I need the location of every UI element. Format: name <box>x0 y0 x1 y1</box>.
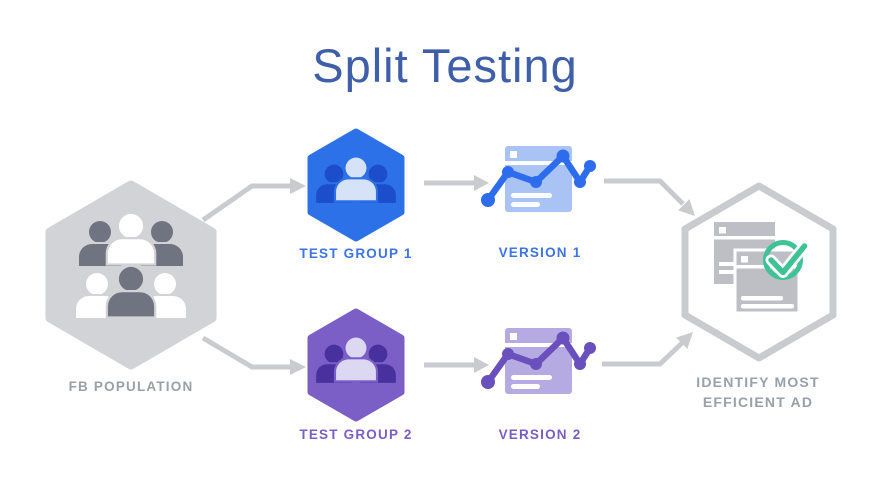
result-label-line2: EFFICIENT AD <box>702 394 814 410</box>
test-group-1-label: TEST GROUP 1 <box>299 246 413 261</box>
arrow-version2-to-result-icon <box>602 332 693 367</box>
result-hexagon-outline <box>681 182 837 362</box>
version-1-ad-chart-icon <box>481 146 596 212</box>
result-label-line1: IDENTIFY MOST <box>696 374 820 390</box>
fb-population-icon <box>45 180 217 370</box>
crowd-people-icon <box>74 214 188 320</box>
version-2-ad-chart-icon <box>481 328 596 394</box>
result-label: IDENTIFY MOST EFFICIENT AD <box>678 372 838 412</box>
arrow-group2-to-version2-icon <box>424 357 489 373</box>
arrow-fb-to-group1-icon <box>201 178 306 222</box>
winning-ad-icon <box>714 222 810 315</box>
diagram-title: Split Testing <box>312 39 578 92</box>
arrow-group1-to-version1-icon <box>424 175 489 191</box>
version-1-label: VERSION 1 <box>498 245 582 260</box>
trend-line-icon <box>481 331 596 389</box>
trend-line-icon <box>481 149 596 207</box>
arrow-version1-to-result-icon <box>604 178 695 216</box>
checkmark-icon <box>763 240 810 280</box>
test-group-1-icon <box>307 128 405 242</box>
fb-population-label: FB POPULATION <box>68 379 194 394</box>
test-group-2-icon <box>307 308 405 422</box>
arrow-fb-to-group2-icon <box>201 335 306 375</box>
version-2-label: VERSION 2 <box>498 427 582 442</box>
test-group-2-label: TEST GROUP 2 <box>299 427 413 442</box>
